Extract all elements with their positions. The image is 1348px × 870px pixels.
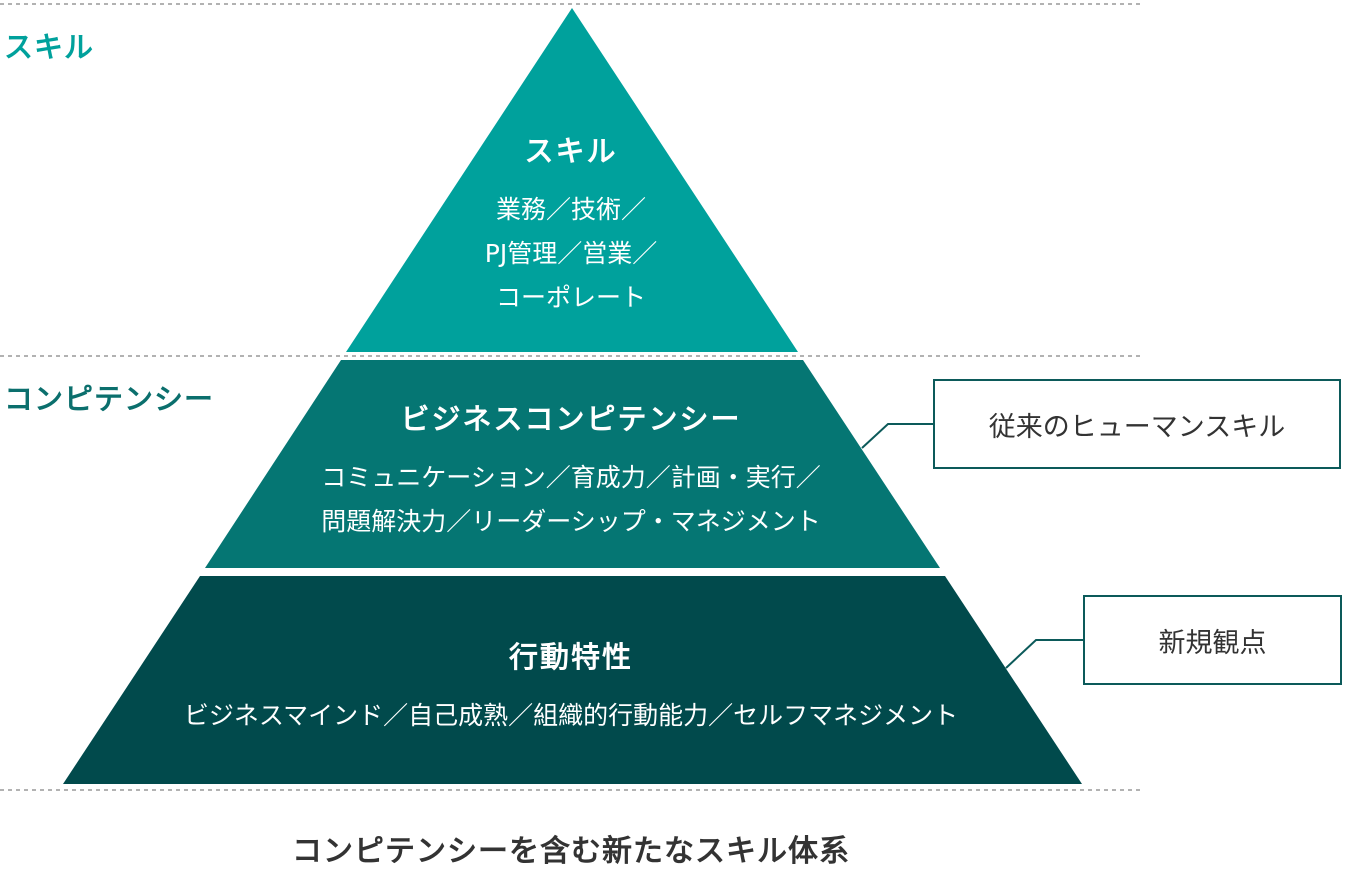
callout-text-competency: 従来のヒューマンスキル (988, 411, 1286, 443)
tier-competency-line-2: 問題解決力／リーダーシップ・マネジメント (321, 507, 821, 536)
tier-behavior-title: 行動特性 (508, 640, 633, 674)
pyramid-tier-competency (205, 360, 940, 568)
tier-skill-line-2: PJ管理／営業／ (484, 239, 658, 268)
tier-competency-title: ビジネスコンピテンシー (400, 402, 742, 436)
callout-text-behavior: 新規観点 (1158, 627, 1267, 659)
callout-connector-behavior (1005, 639, 1084, 669)
tier-skill-title: スキル (524, 134, 618, 168)
pyramid-tier-skill (346, 8, 798, 352)
callout-connector-competency (861, 423, 934, 449)
diagram-caption: コンピテンシーを含む新たなスキル体系 (292, 834, 850, 869)
tier-behavior-line-1: ビジネスマインド／自己成熟／組織的行動能力／セルフマネジメント (183, 701, 959, 730)
tier-competency-line-1: コミュニケーション／育成力／計画・実行／ (321, 463, 821, 492)
callout-box-behavior: 新規観点 (1083, 595, 1342, 685)
callout-box-competency: 従来のヒューマンスキル (933, 379, 1341, 469)
side-label-competency: コンピテンシー (4, 382, 215, 416)
tier-skill-line-1: 業務／技術／ (495, 195, 646, 224)
tier-skill-line-3: コーポレート (495, 283, 646, 312)
pyramid-tier-behavior (63, 576, 1082, 784)
side-label-skill: スキル (4, 30, 95, 64)
